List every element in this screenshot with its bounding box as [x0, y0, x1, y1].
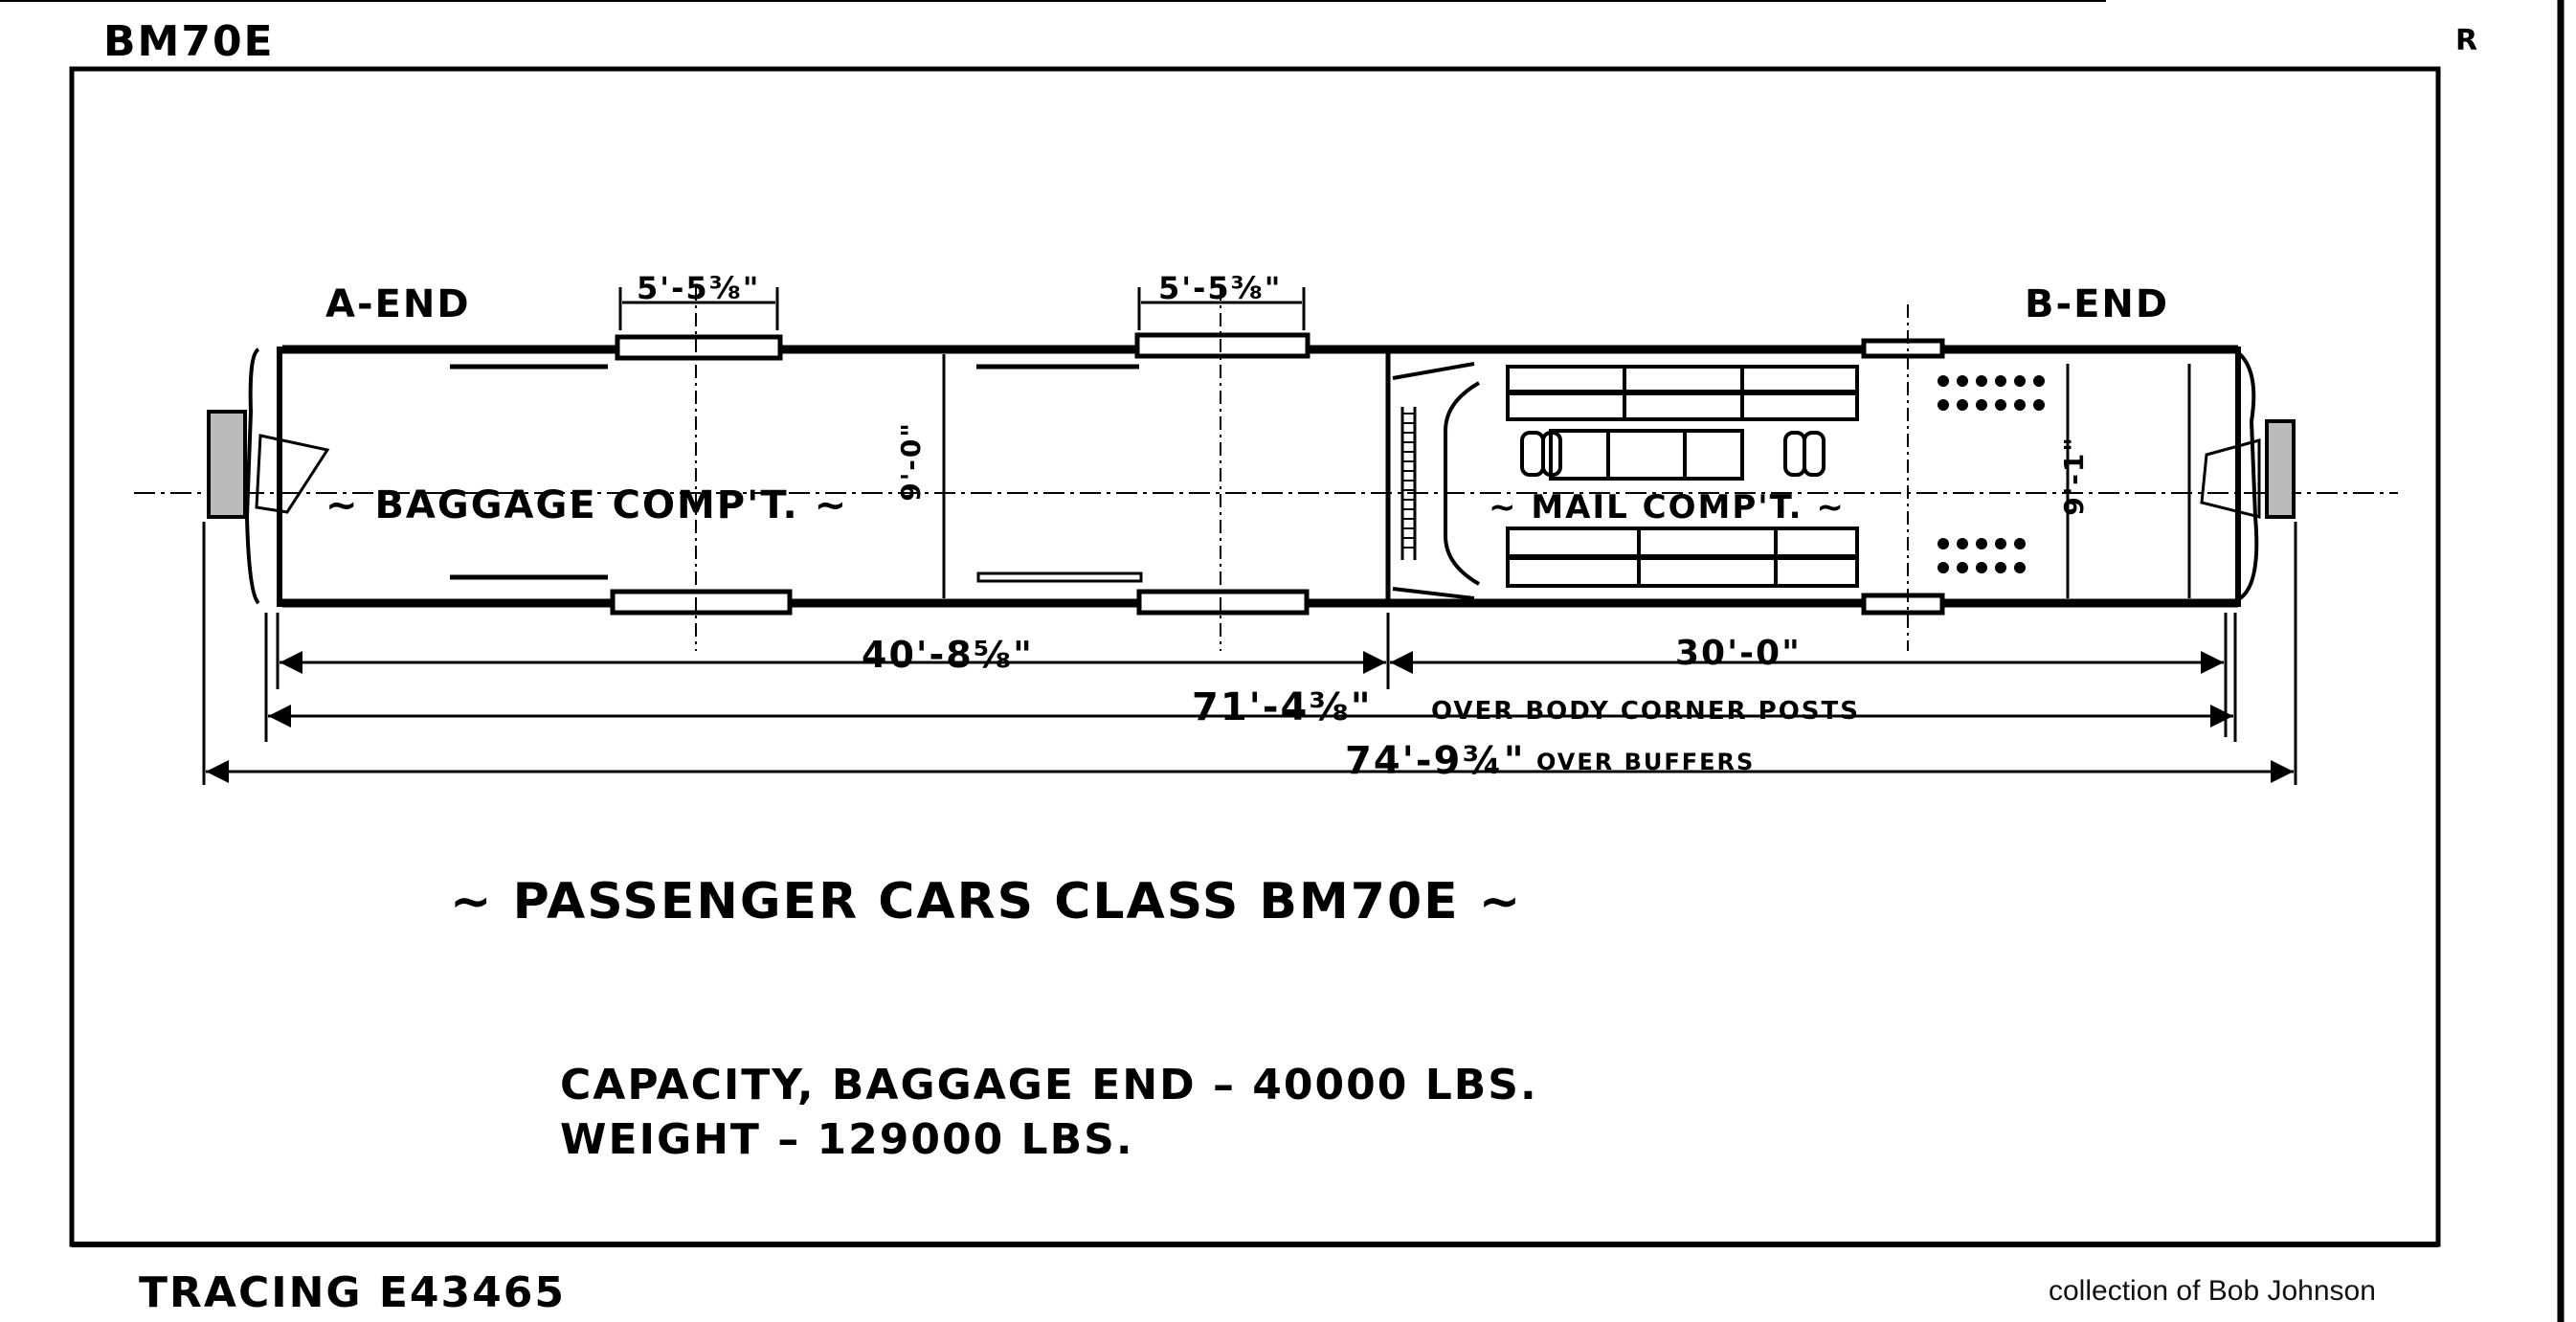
overall-length-dim: 74'-9¾"	[1345, 739, 1526, 783]
door-width-dim-1: 5'-5⅜"	[637, 270, 761, 306]
b-end-width-dim: 9'-1"	[2058, 436, 2090, 516]
body-length-dim: 71'-4⅜"	[1192, 685, 1373, 729]
body-length-note: OVER BODY CORNER POSTS	[1431, 697, 1860, 726]
class-code-header: BM70E	[103, 17, 275, 66]
mail-compartment-label: ~ MAIL COMP'T. ~	[1489, 488, 1846, 527]
baggage-compartment-label: ~ BAGGAGE COMP'T. ~	[325, 483, 849, 527]
mail-sorting-cases	[1392, 362, 1859, 600]
drawing-title: ~ PASSENGER CARS CLASS BM70E ~	[450, 873, 1523, 930]
overall-length-note: OVER BUFFERS	[1536, 749, 1756, 775]
door-width-dim-2: 5'-5⅜"	[1158, 270, 1283, 306]
pouch-hooks	[1938, 375, 2045, 573]
side-doors	[610, 332, 1945, 616]
inside-width-dim: 9'-0"	[895, 421, 927, 502]
b-end-label: B-END	[2025, 282, 2170, 326]
b-end-buffer	[2200, 352, 2296, 600]
tracing-number: TRACING E43465	[139, 1268, 566, 1317]
corner-mark: R	[2455, 24, 2480, 57]
baggage-length-dim: 40'-8⅝"	[862, 634, 1034, 676]
dimension-lines	[206, 651, 2294, 783]
a-end-label: A-END	[325, 282, 471, 326]
mail-length-dim: 30'-0"	[1675, 634, 1802, 673]
collection-credit: collection of Bob Johnson	[2049, 1275, 2376, 1307]
weight-spec: WEIGHT – 129000 LBS.	[560, 1115, 1134, 1164]
capacity-spec: CAPACITY, BAGGAGE END – 40000 LBS.	[560, 1061, 1538, 1109]
mail-rack-hatching	[1400, 407, 1417, 560]
a-end-buffer	[207, 347, 330, 605]
